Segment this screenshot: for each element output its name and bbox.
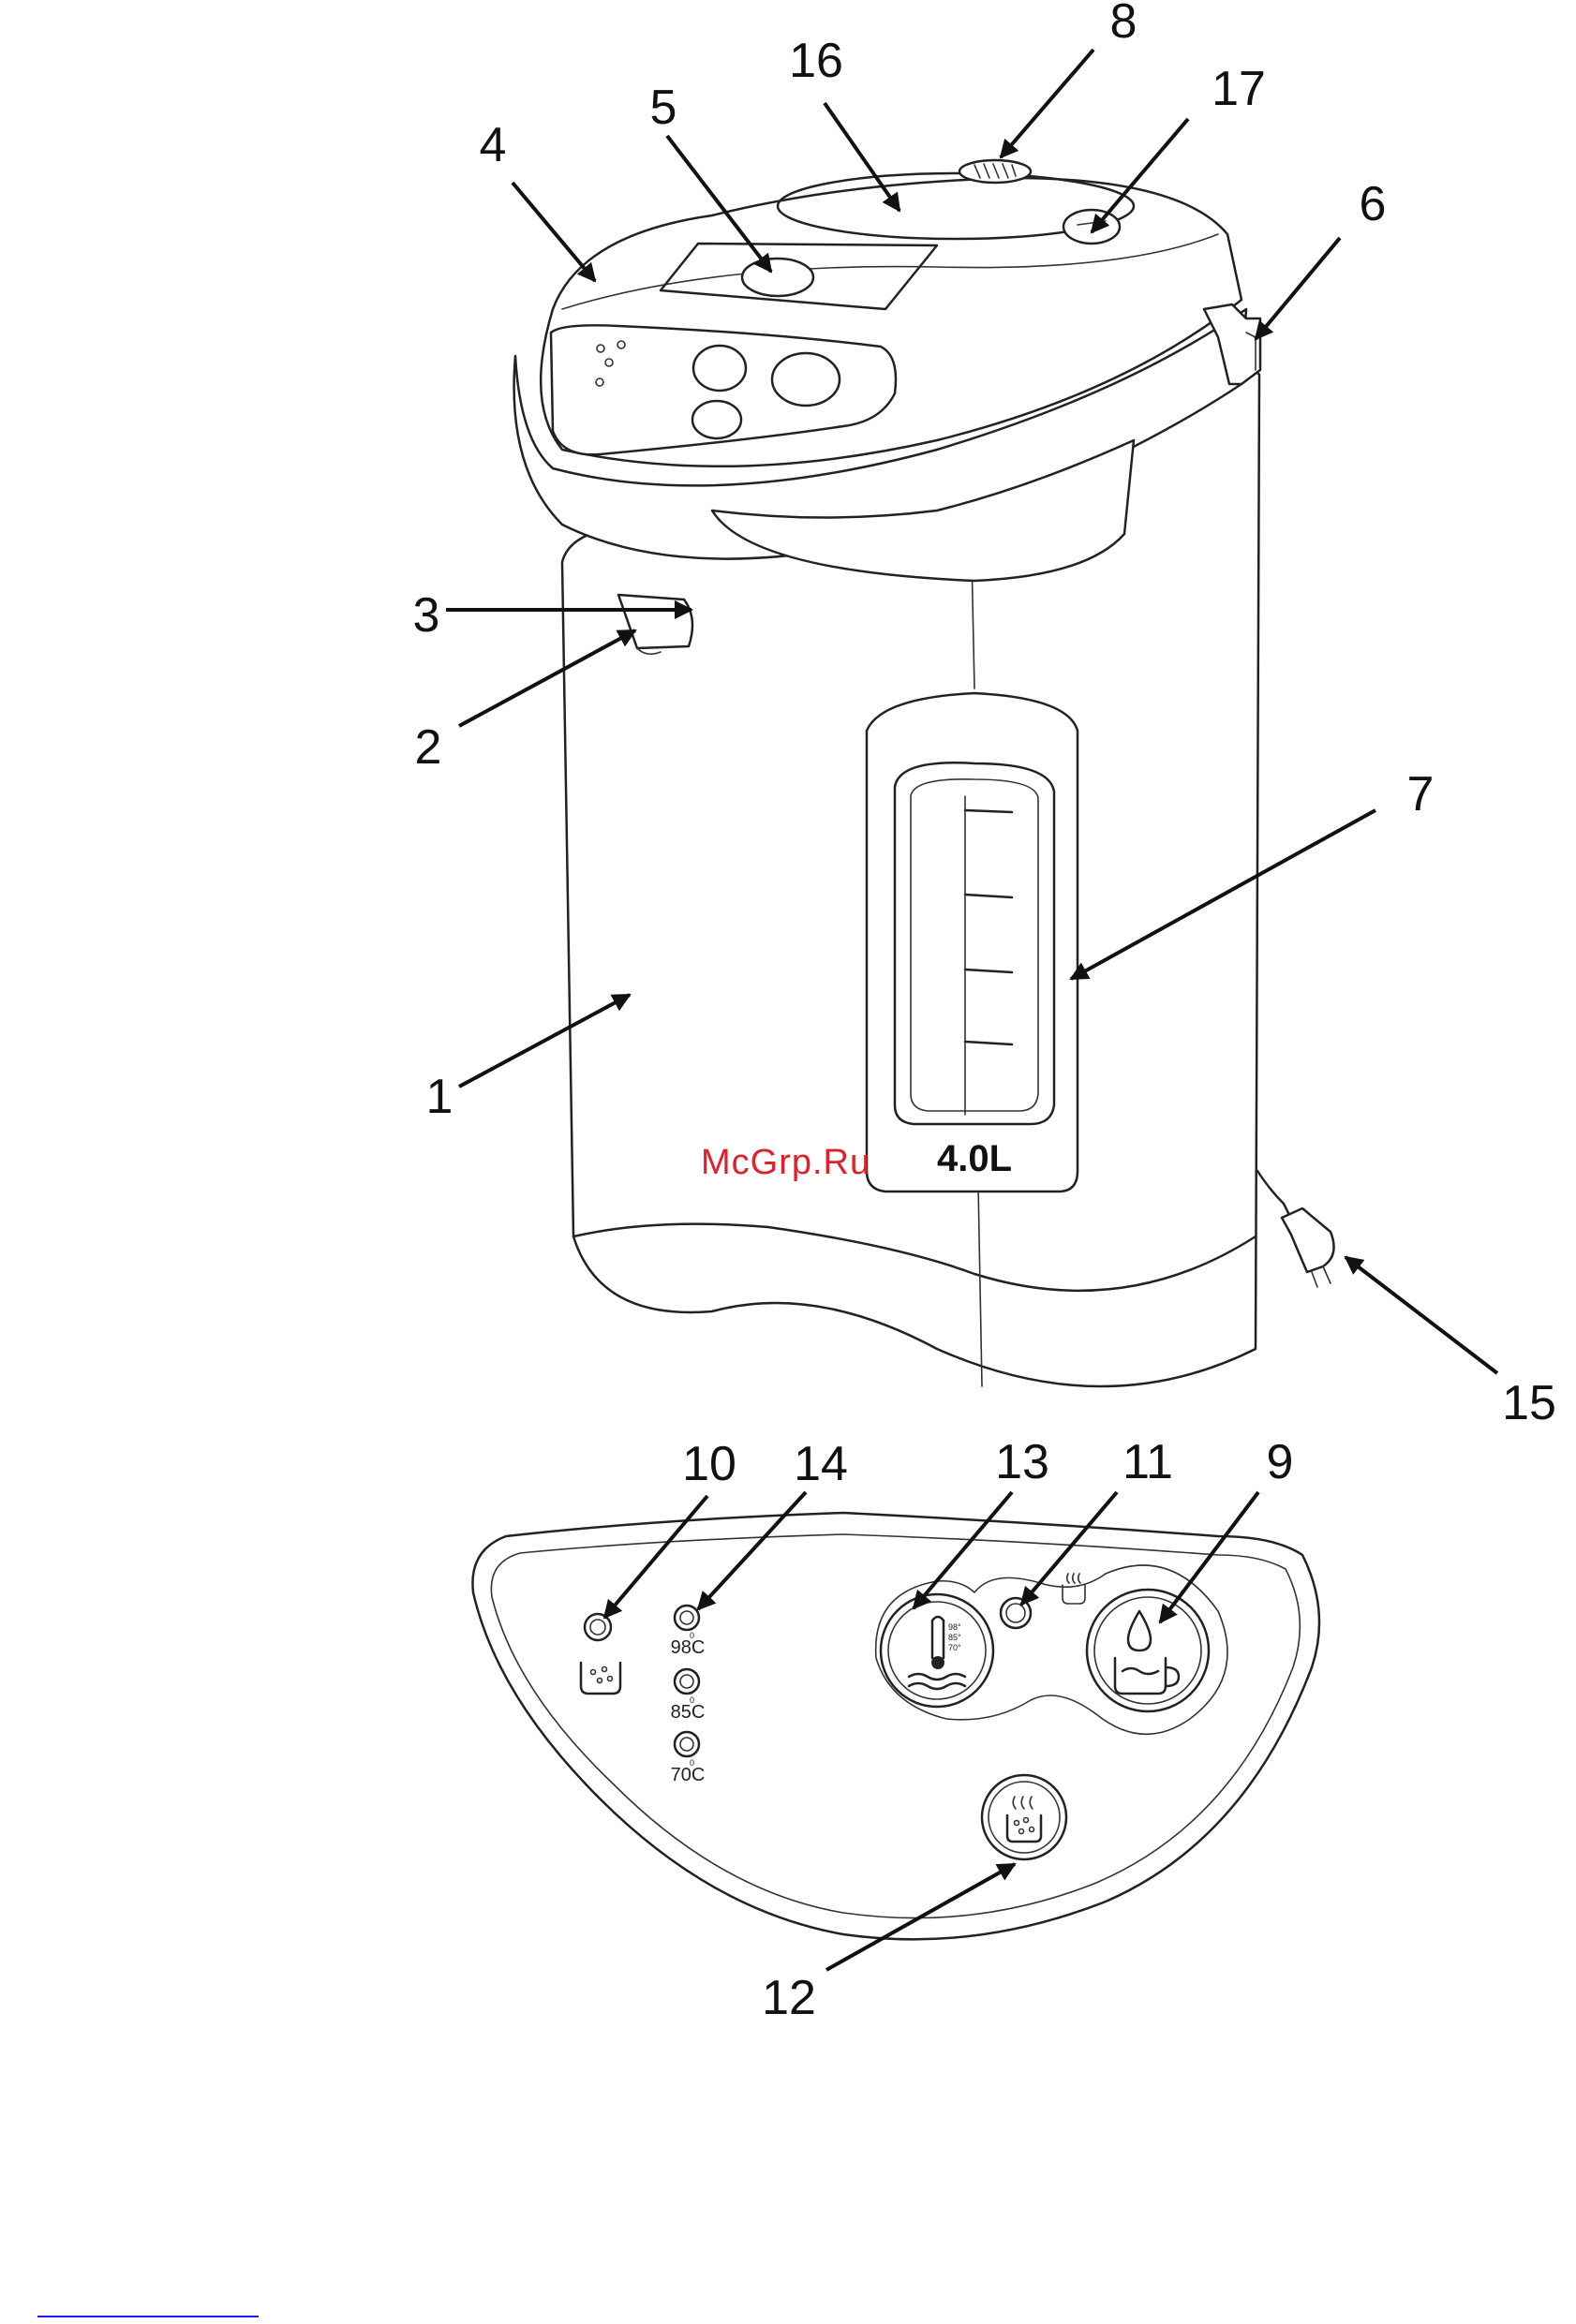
arrow-15	[1346, 1257, 1497, 1373]
mini-85-label: 85°	[948, 1633, 961, 1642]
callout-8: 8	[1110, 0, 1137, 49]
link-underline[interactable]	[37, 2316, 259, 2317]
temp-70-label: 70C	[671, 1765, 706, 1785]
boil-bubble	[591, 1670, 596, 1675]
power-plug	[1282, 1208, 1334, 1272]
mini-70-label: 70°	[948, 1643, 961, 1652]
boil-bubble	[608, 1677, 613, 1681]
callout-10: 10	[682, 1437, 736, 1491]
lid-release-button	[742, 259, 813, 296]
callout-11: 11	[1123, 1435, 1173, 1489]
callout-1: 1	[426, 1070, 453, 1124]
thermometer-bulb	[931, 1656, 944, 1669]
callout-3: 3	[413, 588, 440, 643]
arrow-12	[826, 1864, 1015, 1970]
mini-98-label: 98°	[948, 1622, 961, 1632]
steam-vent	[959, 160, 1031, 183]
boil-bubble	[598, 1679, 602, 1683]
capacity-label: 4.0L	[937, 1138, 1012, 1179]
callout-6: 6	[1360, 177, 1387, 231]
arrow-13	[914, 1492, 1012, 1608]
callout-4: 4	[480, 118, 507, 172]
boil-bubble	[602, 1667, 607, 1672]
callout-13: 13	[995, 1435, 1049, 1489]
temp-85-indicator	[675, 1669, 699, 1694]
arrow-10	[604, 1496, 707, 1618]
temp-70-indicator	[675, 1732, 699, 1756]
arrow-4	[513, 183, 595, 281]
callout-12: 12	[762, 1971, 816, 2025]
keep-warm-indicator-light	[1001, 1598, 1031, 1628]
thermopot-illustration: 4.0L	[514, 160, 1334, 1386]
arrow-11	[1021, 1492, 1117, 1605]
reboil-button[interactable]	[982, 1775, 1066, 1859]
keep-warm-indicator-light-inner	[1006, 1604, 1025, 1622]
temp-70-indicator-inner	[680, 1738, 693, 1751]
callout-17: 17	[1212, 62, 1266, 116]
temp-85-indicator-inner	[680, 1675, 693, 1688]
arrow-8	[1001, 50, 1093, 157]
boil-indicator-light	[585, 1614, 611, 1640]
keep-warm-steam-icon	[1067, 1574, 1080, 1583]
temp-98-label: 98C	[671, 1637, 706, 1658]
callout-7: 7	[1407, 767, 1435, 822]
arrow-6	[1256, 238, 1340, 339]
callout-2: 2	[415, 720, 442, 775]
boil-indicator-light-inner	[590, 1620, 605, 1635]
callout-5: 5	[650, 81, 677, 135]
callout-14: 14	[794, 1437, 848, 1491]
callout-15: 15	[1502, 1376, 1556, 1430]
arrow-9	[1160, 1492, 1258, 1622]
callout-16: 16	[789, 34, 843, 88]
temp-98-indicator	[675, 1606, 699, 1630]
temp-85-label: 85C	[671, 1702, 706, 1723]
arrow-14	[698, 1492, 806, 1609]
watermark: McGrp.Ru	[701, 1143, 870, 1182]
lid-lock	[1063, 210, 1120, 244]
callout-9: 9	[1267, 1435, 1294, 1489]
temp-98-indicator-inner	[680, 1611, 693, 1624]
